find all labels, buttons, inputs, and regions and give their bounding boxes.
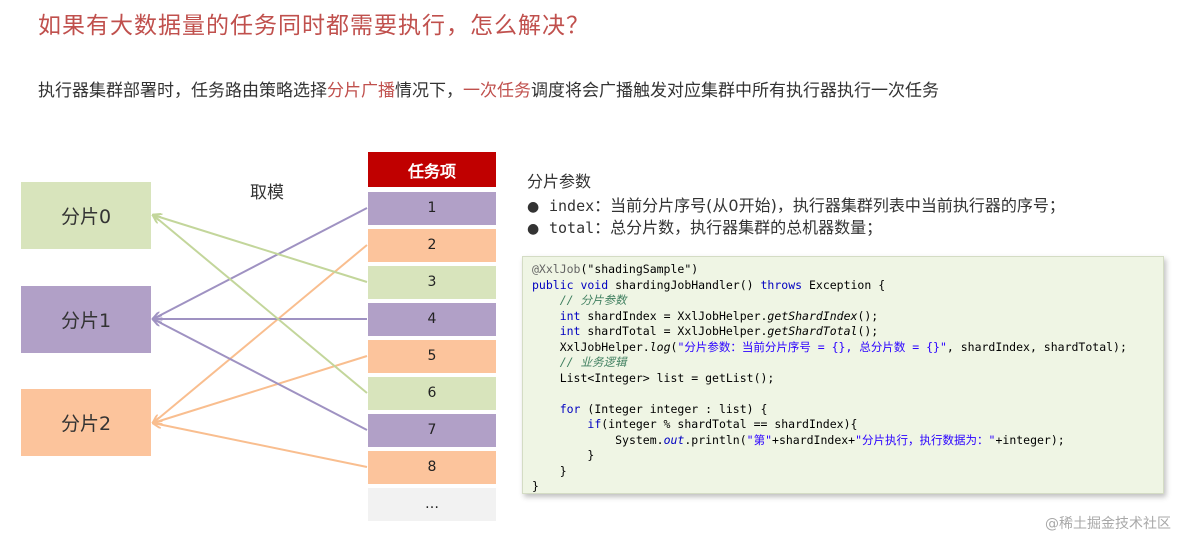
code-token: "分片执行，执行数据为：": [855, 432, 996, 447]
code-token: public void: [532, 277, 609, 292]
code-line: int shardIndex = XxlJobHelper.getShardIn…: [532, 309, 1163, 325]
desc-text-3: 调度将会广播触发对应集群中所有执行器执行一次任务: [531, 81, 939, 101]
code-token: List<Integer> list = getList();: [559, 370, 775, 385]
code-token: // 业务逻辑: [559, 355, 627, 369]
code-line: if(integer % shardTotal == shardIndex){: [532, 417, 1163, 433]
desc-highlight-sharding-broadcast: 分片广播: [327, 81, 395, 101]
code-token: if: [587, 417, 602, 431]
shard-0-box: 分片0: [21, 182, 151, 249]
desc-highlight-one-task: 一次任务: [463, 81, 531, 101]
code-line: @XxlJob("shadingSample"): [532, 262, 1163, 278]
code-token: "分片参数：当前分片序号 = {}, 总分片数 = {}": [677, 339, 947, 354]
task-item-6: 6: [368, 376, 496, 410]
param-name: total: [549, 219, 595, 237]
desc-text-1: 执行器集群部署时，任务路由策略选择: [38, 81, 327, 101]
param-index: ● index：当前分片序号(从0开始)，执行器集群列表中当前执行器的序号；: [527, 192, 1065, 216]
param-total: ● total：总分片数，执行器集群的总机器数量；: [527, 214, 882, 238]
code-token: +integer);: [995, 432, 1065, 447]
code-token: }: [559, 463, 567, 478]
code-token: // 分片参数: [559, 293, 627, 307]
task-item-8: 8: [368, 450, 496, 484]
bullet-icon: ●: [527, 221, 540, 237]
code-token: }: [532, 479, 539, 493]
task-item-2: 2: [368, 228, 496, 262]
shard-1-box: 分片1: [21, 286, 151, 353]
code-line: for (Integer integer : list) {: [532, 402, 1163, 418]
task-item-5: 5: [368, 339, 496, 373]
arrow-task-8-to-shard-2: [153, 423, 368, 468]
code-line: System.out.println("第"+shardIndex+"分片执行，…: [532, 433, 1163, 449]
page-title: 如果有大数据量的任务同时都需要执行，怎么解决？: [38, 13, 590, 39]
code-line: [532, 386, 1163, 402]
shard-2-box: 分片2: [21, 389, 151, 456]
code-token: +shardIndex+: [772, 432, 856, 447]
code-token: System.: [615, 432, 664, 447]
code-token: getShardTotal: [767, 324, 858, 338]
task-item-4: 4: [368, 302, 496, 336]
code-token: XxlJobHelper.: [559, 339, 650, 354]
code-token: for: [559, 401, 581, 416]
arrow-task-6-to-shard-0: [153, 215, 368, 394]
code-token: throws: [760, 277, 803, 292]
desc-text-2: 情况下，: [395, 81, 463, 101]
code-token: , shardIndex, shardTotal);: [946, 339, 1127, 354]
task-item-ellipsis: …: [368, 487, 496, 521]
code-line: // 业务逻辑: [532, 355, 1163, 371]
modulo-label: 取模: [250, 183, 284, 203]
code-line: }: [532, 464, 1163, 480]
task-item-7: 7: [368, 413, 496, 447]
watermark: @稀土掘金技术社区: [1045, 516, 1171, 532]
code-line: }: [532, 448, 1163, 464]
code-token: ();: [857, 324, 879, 338]
code-token: getShardIndex: [767, 308, 858, 323]
code-token: log: [649, 339, 671, 354]
code-token: shardIndex = XxlJobHelper.: [580, 308, 768, 323]
param-name: index: [549, 197, 595, 215]
code-line: // 分片参数: [532, 293, 1163, 309]
param-desc: ：当前分片序号(从0开始)，执行器集群列表中当前执行器的序号；: [594, 196, 1065, 215]
code-token: }: [587, 448, 595, 462]
code-line: public void shardingJobHandler() throws …: [532, 278, 1163, 294]
task-item-1: 1: [368, 191, 496, 225]
arrow-task-3-to-shard-0: [153, 215, 368, 283]
code-token: .println(: [684, 432, 747, 447]
code-token: int: [559, 324, 581, 338]
code-line: }: [532, 479, 1163, 495]
code-token: Exception {: [802, 277, 886, 292]
arrow-task-7-to-shard-1: [153, 319, 368, 431]
code-token: ();: [857, 308, 879, 323]
code-token: shardingJobHandler(): [608, 277, 761, 292]
code-token: (: [670, 339, 678, 354]
code-token: "第": [746, 432, 773, 447]
code-block: @XxlJob("shadingSample") public void sha…: [522, 256, 1164, 494]
code-line: XxlJobHelper.log("分片参数：当前分片序号 = {}, 总分片数…: [532, 340, 1163, 356]
code-token: (Integer integer : list) {: [580, 401, 768, 416]
code-token: out: [663, 432, 685, 447]
code-line: List<Integer> list = getList();: [532, 371, 1163, 387]
params-title: 分片参数: [527, 172, 592, 191]
description: 执行器集群部署时，任务路由策略选择分片广播情况下，一次任务调度将会广播触发对应集…: [38, 73, 1108, 109]
code-token: (integer % shardTotal == shardIndex){: [601, 417, 858, 431]
code-token: ("shadingSample"): [580, 262, 699, 276]
arrow-task-2-to-shard-2: [153, 244, 368, 423]
task-items-header: 任务项: [368, 152, 496, 187]
bullet-icon: ●: [527, 199, 540, 215]
arrow-task-5-to-shard-2: [153, 355, 368, 423]
arrow-task-1-to-shard-1: [153, 207, 368, 319]
code-line: int shardTotal = XxlJobHelper.getShardTo…: [532, 324, 1163, 340]
param-desc: ：总分片数，执行器集群的总机器数量；: [594, 218, 883, 237]
code-token: shardTotal = XxlJobHelper.: [580, 324, 768, 338]
code-token: int: [559, 308, 581, 323]
task-item-3: 3: [368, 265, 496, 299]
code-token: @XxlJob: [532, 262, 581, 276]
